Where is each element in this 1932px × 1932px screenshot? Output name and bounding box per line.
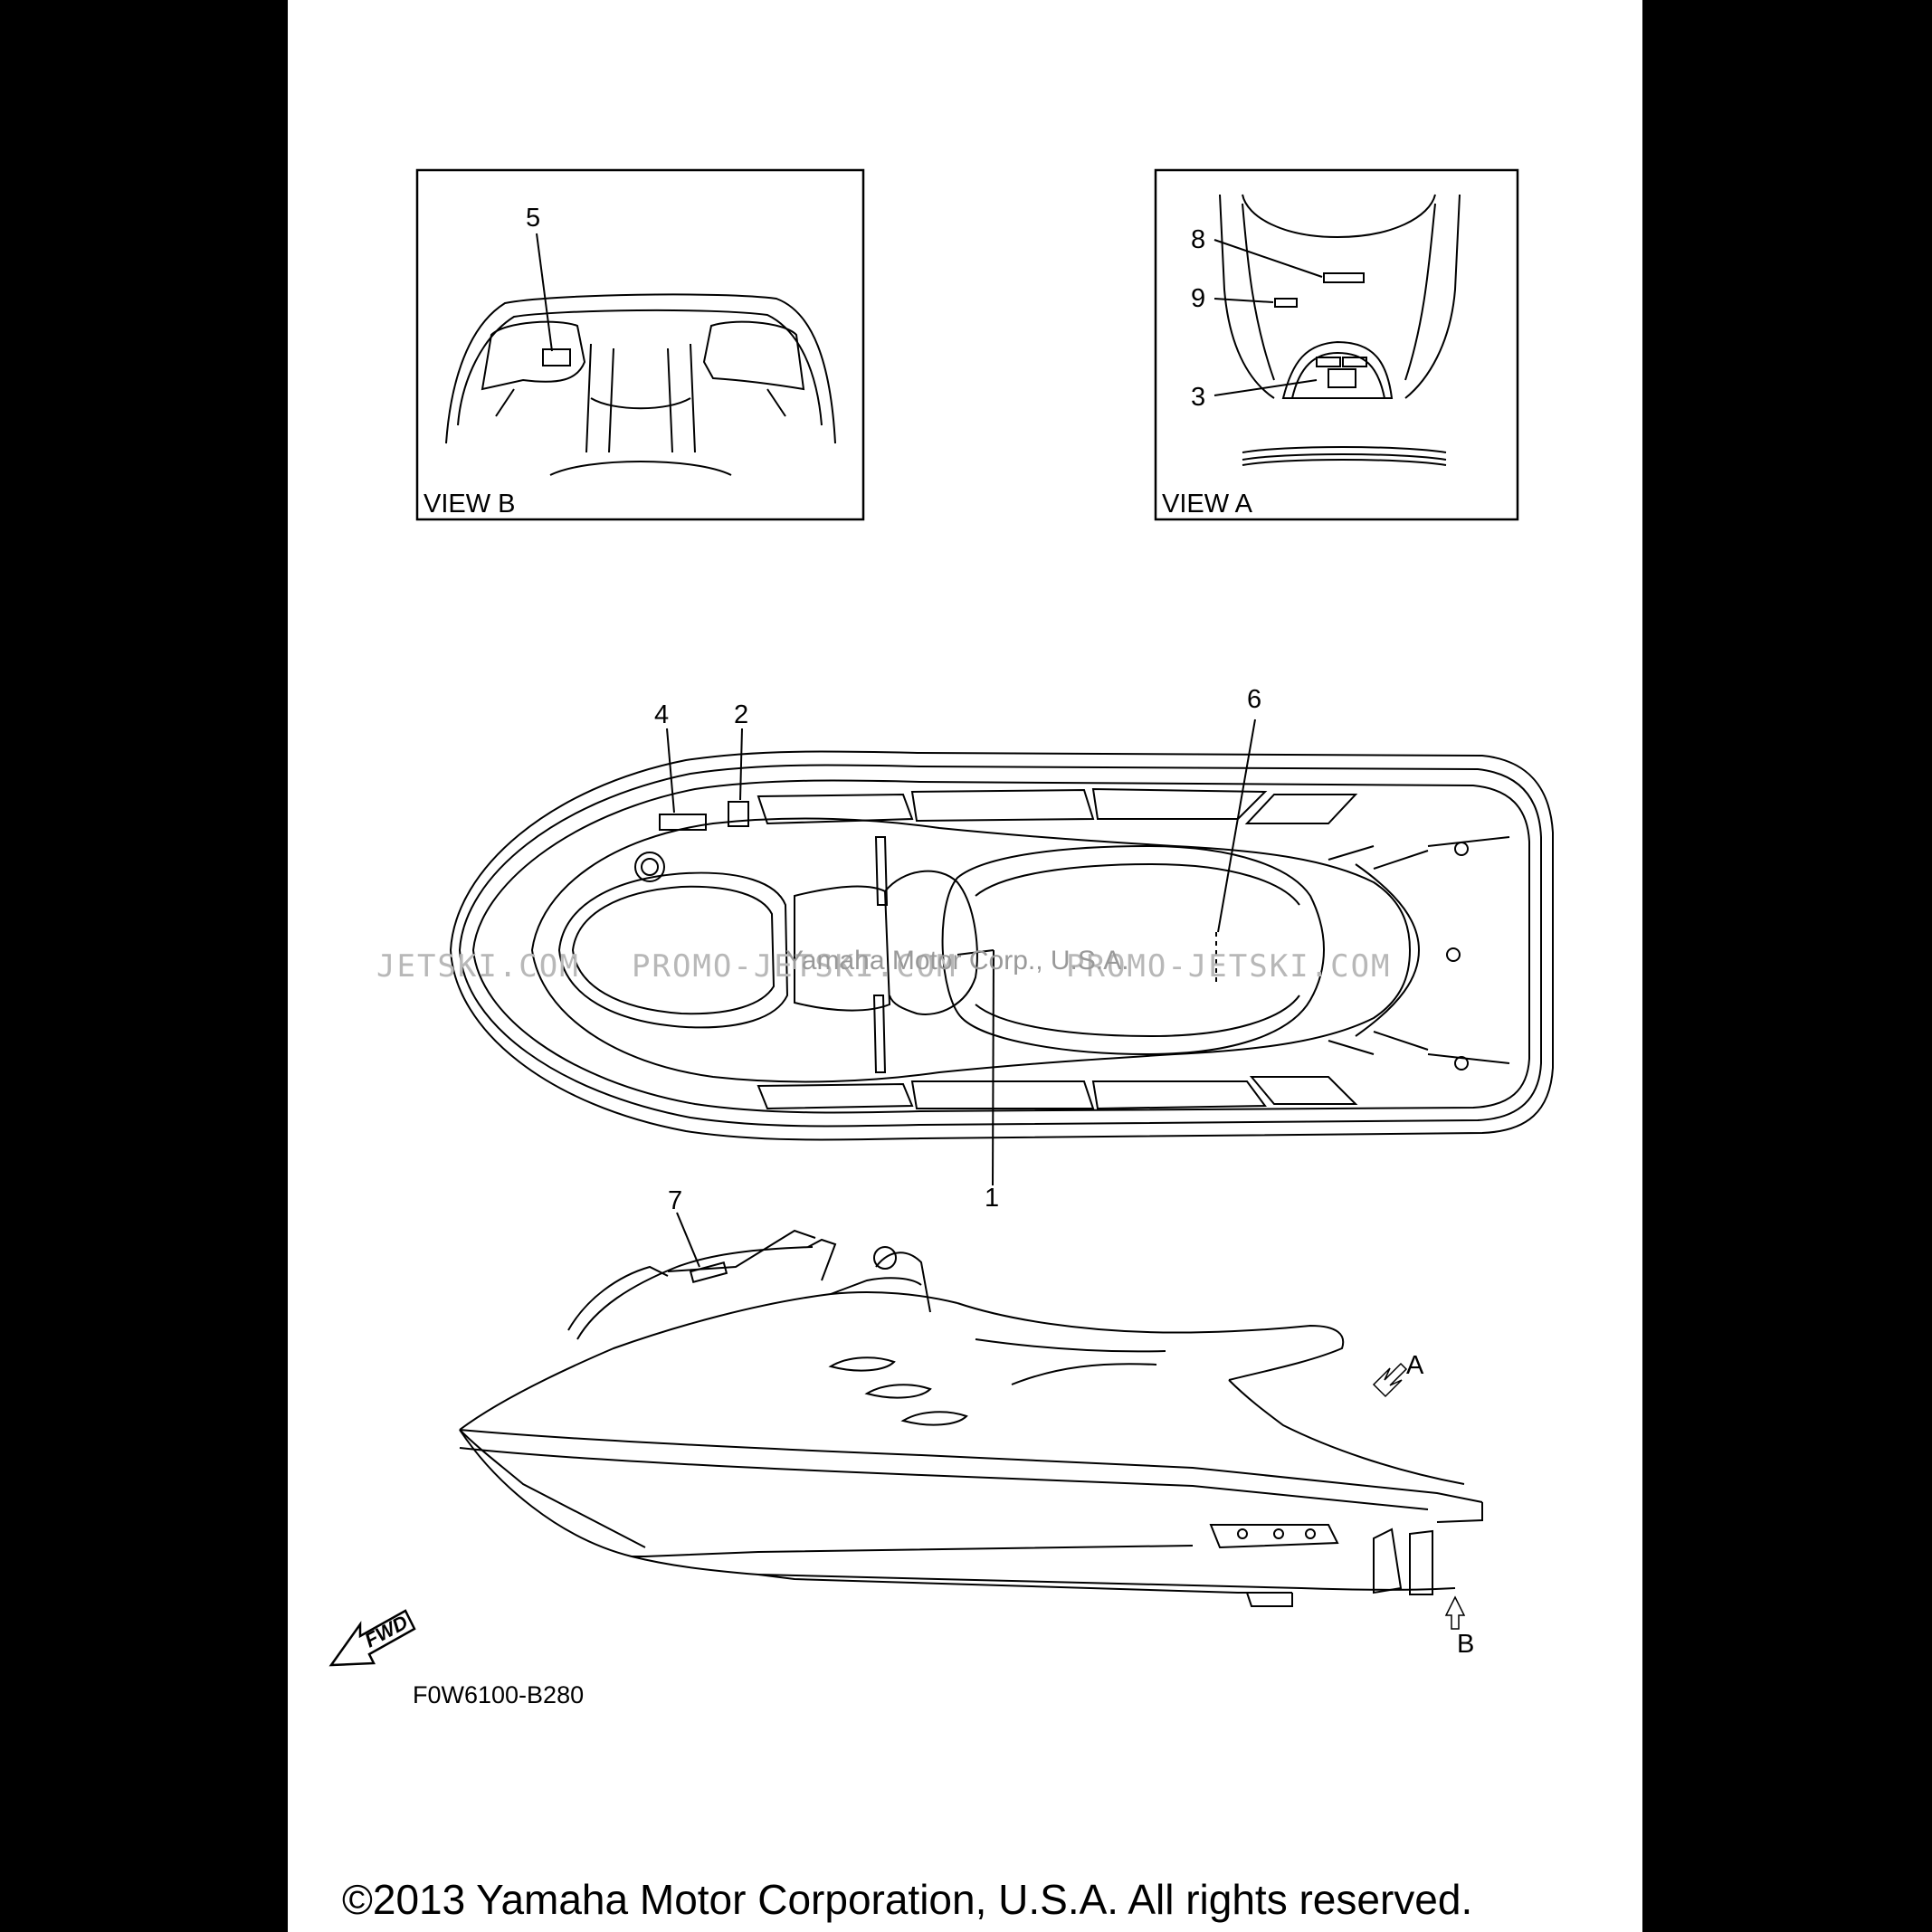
label-7-shape	[689, 1261, 728, 1283]
callout-arrow-a: A	[1406, 1351, 1424, 1380]
callout-7: 7	[668, 1186, 683, 1215]
label-4-shape	[659, 814, 707, 831]
label-3-shape-b	[1342, 357, 1367, 367]
fwd-arrow	[328, 1609, 416, 1667]
callout-3: 3	[1191, 383, 1206, 412]
watermark-left: JETSKI.COM	[376, 948, 580, 985]
callout-2: 2	[734, 700, 749, 729]
watermark-right: PROMO-JETSKI.COM	[1066, 948, 1392, 985]
view-b-panel	[415, 168, 865, 521]
callout-arrow-b: B	[1457, 1630, 1475, 1659]
callout-5: 5	[526, 204, 541, 233]
label-3-shape-c	[1328, 368, 1356, 388]
callout-1: 1	[985, 1184, 1000, 1213]
part-code: F0W6100-B280	[413, 1681, 585, 1708]
diagram-page: JETSKI.COM PROMO-JETSKI.COM PROMO-JETSKI…	[288, 0, 1642, 1932]
label-3-shape-a	[1316, 357, 1341, 367]
view-b-label: VIEW B	[424, 490, 516, 519]
label-2-shape	[728, 801, 749, 827]
side-view-hull	[459, 1212, 1483, 1630]
copyright-notice: ©2013 Yamaha Motor Corporation, U.S.A. A…	[342, 1876, 1473, 1923]
view-a-panel	[1154, 168, 1519, 521]
label-9-shape	[1274, 298, 1298, 308]
top-view-hull	[449, 719, 1554, 1186]
callout-9: 9	[1191, 284, 1206, 313]
watermark-mid: PROMO-JETSKI.COM	[632, 948, 957, 985]
label-5-shape	[542, 348, 571, 366]
callout-6: 6	[1247, 685, 1262, 714]
watermark-center: Yamaha Motor Corp., U.S.A.	[785, 946, 1129, 976]
callout-4: 4	[654, 700, 670, 729]
decal-diagram-drawing	[328, 168, 1554, 1667]
label-8-shape	[1323, 272, 1365, 283]
view-a-label: VIEW A	[1162, 490, 1252, 519]
callout-8: 8	[1191, 225, 1206, 254]
